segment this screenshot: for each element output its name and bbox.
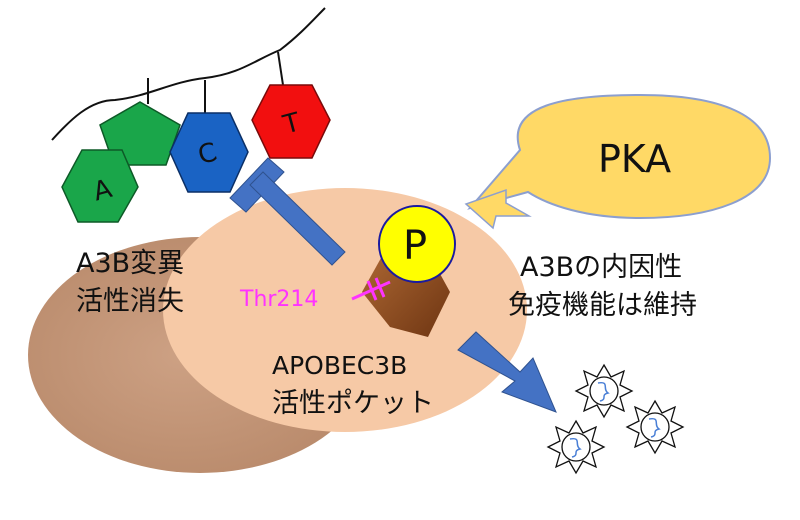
base-hexagon-t <box>251 84 331 159</box>
pocket-label-line1: APOBEC3B <box>272 351 407 380</box>
thr214-label: Thr214 <box>239 287 318 312</box>
pka-label: PKA <box>598 137 671 181</box>
pocket-label-line2: 活性ポケット <box>272 388 434 419</box>
inhibition-stem <box>249 171 346 266</box>
pka-bubble <box>467 93 772 220</box>
mutation-label-line2: 活性消失 <box>76 286 184 317</box>
virus-icon <box>574 363 634 419</box>
dna-backbone <box>51 7 326 141</box>
phosphate-circle <box>378 205 456 283</box>
dna-link <box>277 51 284 86</box>
activity-arrow <box>457 331 557 413</box>
mutation-label-line1: A3B変異 <box>76 248 184 279</box>
immunity-label-line1: A3Bの内因性 <box>520 252 682 283</box>
phosphorylation-arrow <box>464 188 532 230</box>
base-hexagon-a <box>61 149 139 223</box>
virus-icon <box>625 399 685 455</box>
phosphate-label: P <box>403 223 427 269</box>
immunity-label-line2: 免疫機能は維持 <box>508 290 697 321</box>
thr214-tick <box>374 277 386 298</box>
base-hexagon-c <box>169 112 249 193</box>
virus-icon <box>546 419 606 475</box>
thr214-tick <box>366 280 378 301</box>
